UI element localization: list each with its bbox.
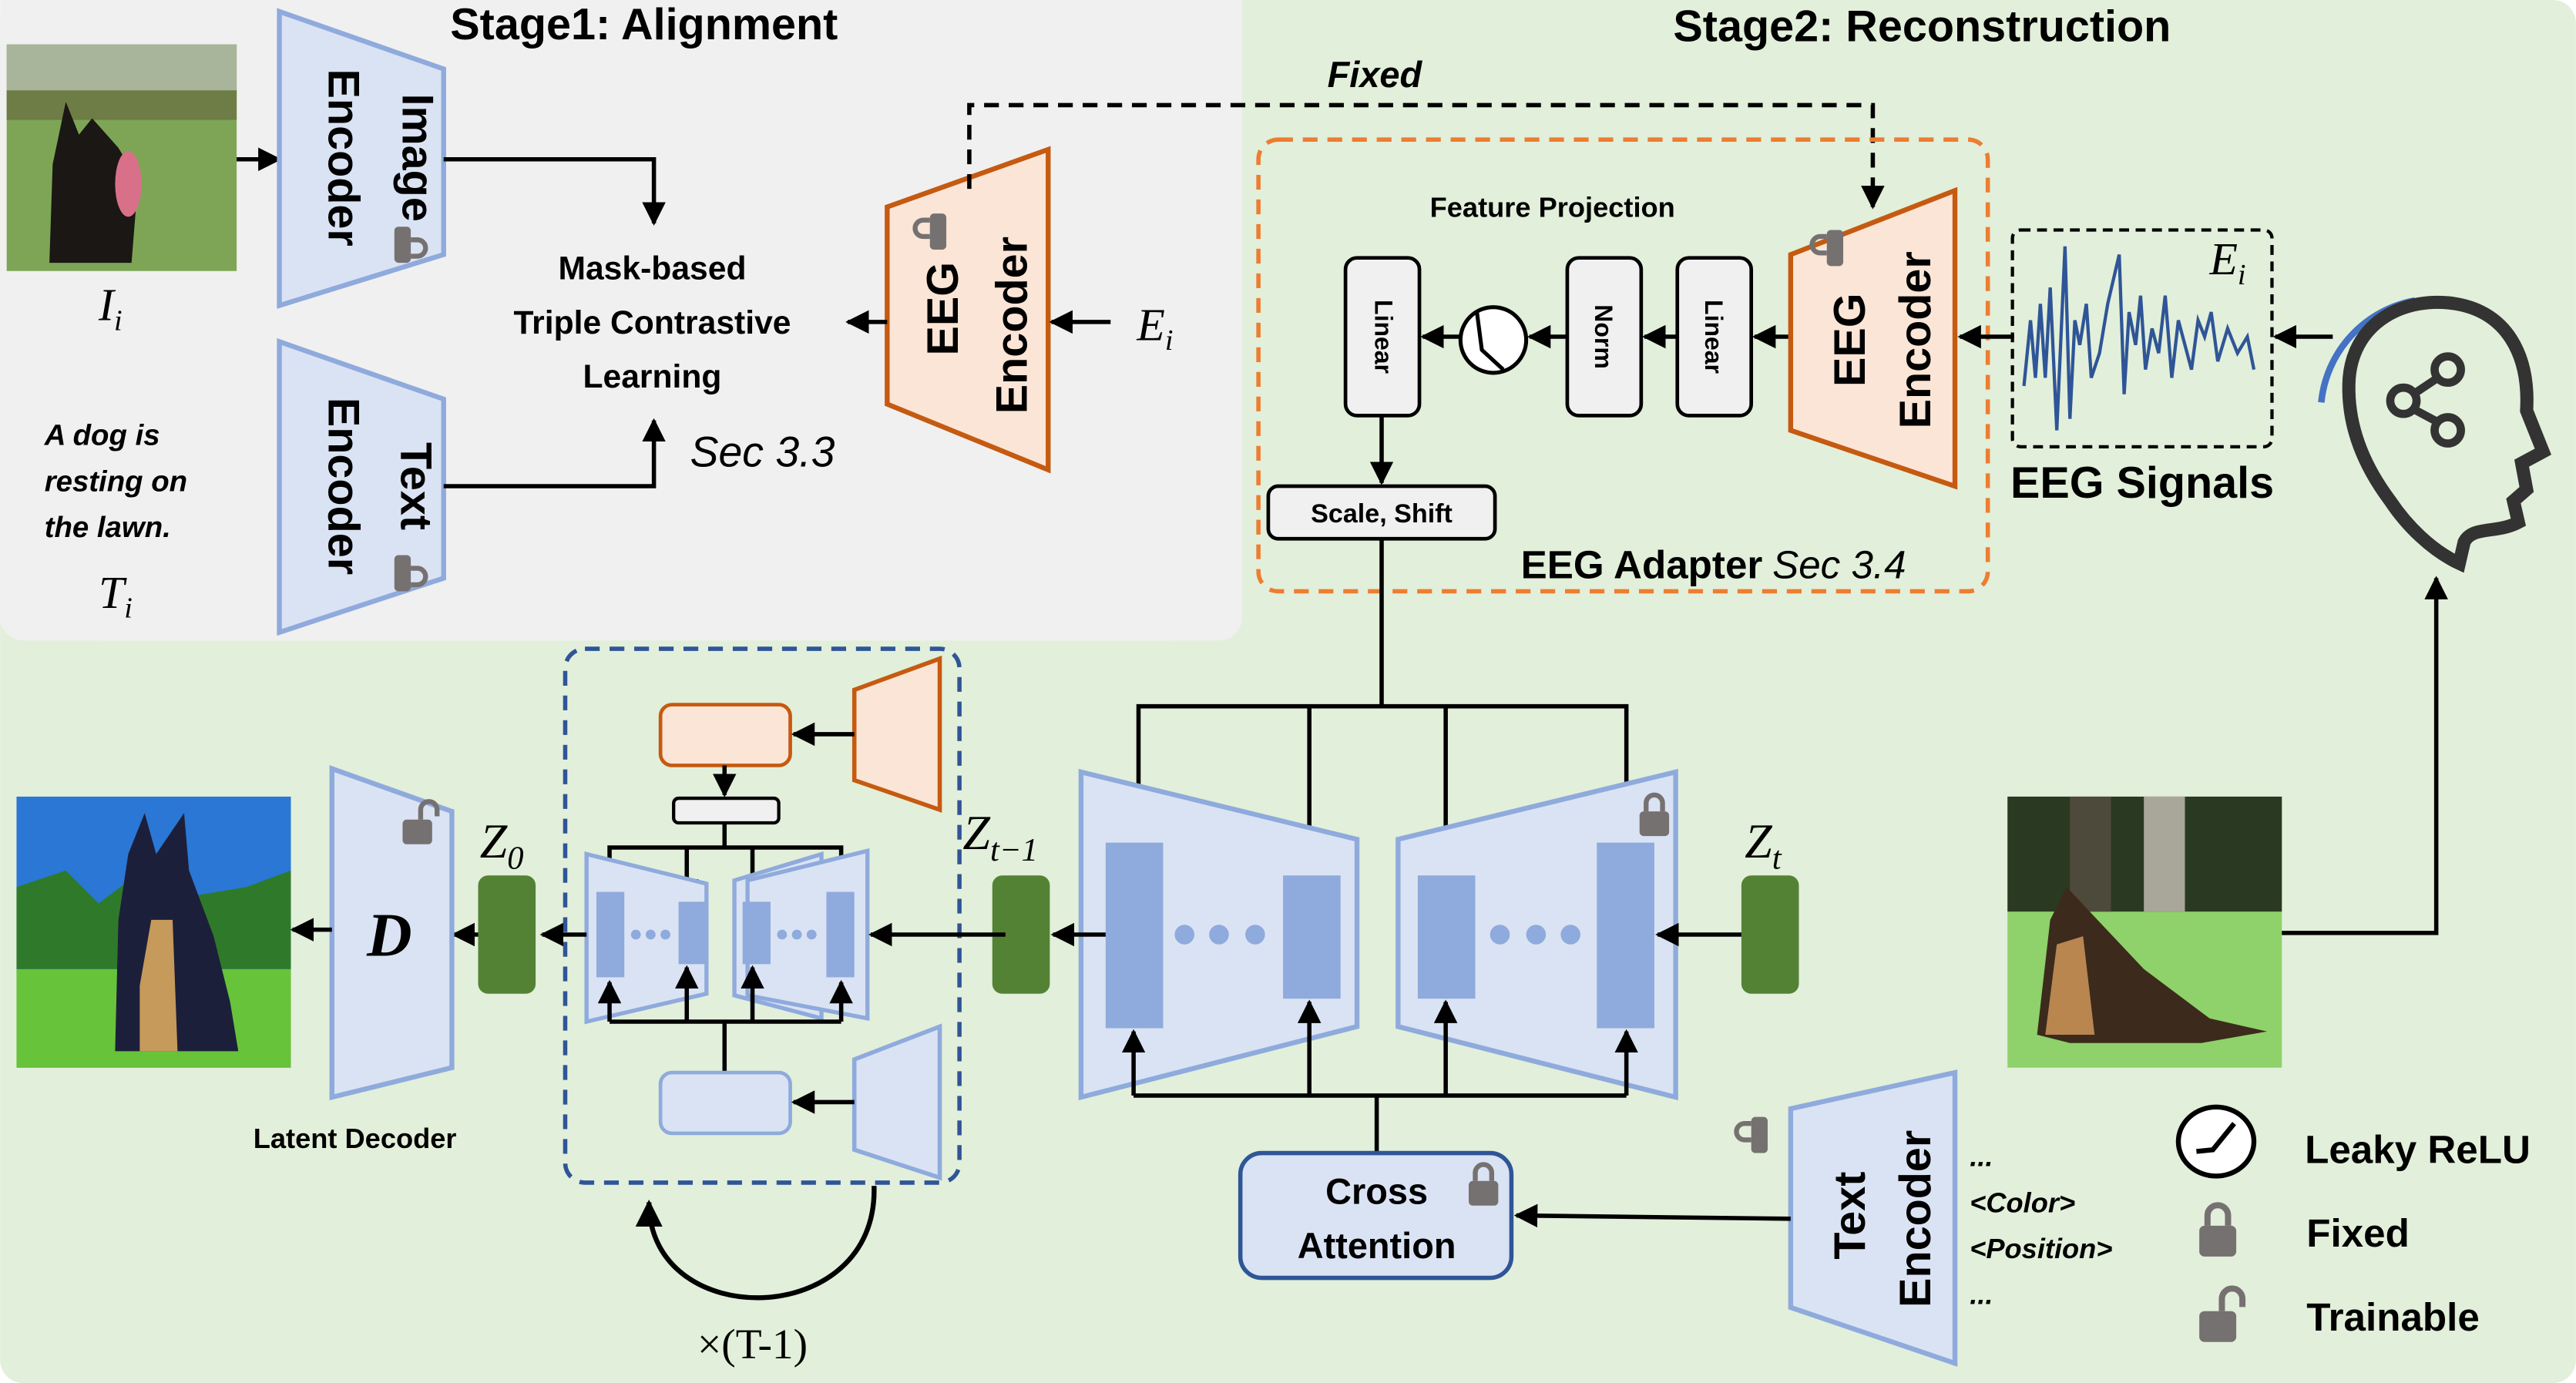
latent-z-t-minus-1	[992, 875, 1050, 994]
svg-text:D: D	[366, 901, 412, 970]
svg-text:Cross: Cross	[1325, 1172, 1428, 1212]
norm-block: Norm	[1565, 256, 1644, 418]
text-encoder-stage1: Text Encoder	[277, 337, 446, 636]
svg-text:EEG: EEG	[919, 262, 968, 356]
linear-block-2: Linear	[1675, 256, 1754, 418]
svg-text:<Position>: <Position>	[1970, 1233, 2112, 1264]
legend-item-leaky-relu: Leaky ReLU	[2175, 1104, 2531, 1179]
unet-decoder-half	[1395, 768, 1678, 1101]
brain-head-icon	[2318, 295, 2551, 573]
svg-text:Fixed: Fixed	[2306, 1211, 2410, 1255]
mini-eeg-adapter	[658, 655, 942, 825]
svg-text:Ei: Ei	[1136, 299, 1173, 357]
linear-block-1: Linear	[1343, 256, 1422, 418]
svg-text:Encoder: Encoder	[988, 237, 1037, 414]
svg-text:Encoder: Encoder	[1891, 1130, 1940, 1307]
input-image-dog-2	[2007, 796, 2282, 1068]
scale-shift-block: Scale, Shift	[1266, 484, 1497, 541]
svg-text:...: ...	[1970, 1279, 1993, 1311]
mini-cross-attention	[658, 1023, 942, 1181]
leaky-relu-node	[1458, 305, 1529, 375]
unet-encoder-half	[1078, 768, 1360, 1101]
svg-text:Encoder: Encoder	[1891, 251, 1940, 428]
legend-item-trainable: Trainable	[2199, 1288, 2480, 1341]
svg-text:Encoder: Encoder	[319, 398, 368, 575]
prompt-tokens: ... <Color> <Position> ...	[1970, 1141, 2112, 1311]
section-3-3-label: Sec 3.3	[690, 428, 835, 475]
eeg-signals-label: EEG Signals	[2010, 458, 2274, 508]
svg-text:Ti: Ti	[99, 567, 133, 625]
latent-z-t	[1741, 875, 1799, 994]
cross-attention-block: Cross Attention	[1238, 1150, 1514, 1281]
svg-text:Encoder: Encoder	[319, 69, 368, 247]
svg-text:Linear: Linear	[1700, 300, 1728, 374]
latent-z-0	[478, 875, 536, 994]
eeg-adapter-label: EEG Adapter Sec 3.4	[1521, 542, 1906, 587]
denoising-loop-box	[563, 646, 962, 1185]
svg-text:Ei: Ei	[2208, 233, 2245, 291]
image-encoder: Image Encoder	[277, 8, 446, 309]
svg-text:...: ...	[1970, 1141, 1993, 1173]
latent-decoder: D	[329, 765, 455, 1101]
svg-text:Learning: Learning	[583, 358, 721, 395]
latent-decoder-label: Latent Decoder	[254, 1123, 457, 1154]
stage1-title: Stage1: Alignment	[450, 0, 838, 49]
triple-contrastive-learning: Mask-based Triple Contrastive Learning	[513, 250, 791, 395]
svg-text:Scale, Shift: Scale, Shift	[1311, 499, 1453, 529]
svg-text:Text: Text	[1825, 1172, 1875, 1260]
svg-text:Norm: Norm	[1590, 304, 1617, 368]
image-caption: A dog is resting on the lawn.	[44, 419, 187, 544]
svg-text:Attention: Attention	[1298, 1226, 1456, 1266]
svg-text:<Color>: <Color>	[1970, 1187, 2075, 1218]
mini-unet	[584, 823, 870, 1073]
svg-text:Linear: Linear	[1369, 300, 1397, 374]
svg-text:EEG: EEG	[1825, 294, 1875, 388]
input-image-dog-1	[6, 44, 237, 271]
eeg-adapter-box	[1256, 137, 1990, 594]
svg-text:Text: Text	[391, 442, 440, 530]
svg-text:Image: Image	[392, 93, 442, 221]
reconstructed-image	[16, 796, 291, 1068]
eeg-encoder-stage2: EEG Encoder	[1788, 186, 1958, 490]
repeat-loop-arrow	[635, 1186, 877, 1301]
svg-text:Leaky ReLU: Leaky ReLU	[2305, 1127, 2531, 1171]
stage2-title: Stage2: Reconstruction	[1673, 2, 2171, 51]
svg-text:A dog is: A dog is	[44, 419, 160, 452]
repeat-count-label: ×(T-1)	[697, 1321, 808, 1368]
svg-text:Triple Contrastive: Triple Contrastive	[513, 304, 791, 341]
svg-text:Mask-based: Mask-based	[558, 250, 746, 287]
svg-text:the lawn.: the lawn.	[45, 511, 171, 544]
leaky-relu-icon	[2175, 1104, 2257, 1179]
svg-text:Ii: Ii	[98, 280, 123, 337]
legend: Leaky ReLU Fixed Trainable	[2175, 1104, 2531, 1342]
text-encoder-stage2: Text Encoder	[1736, 1069, 1958, 1367]
svg-text:Trainable: Trainable	[2306, 1295, 2480, 1339]
eeg-encoder-stage1: EEG Encoder	[885, 146, 1051, 474]
fixed-weight-link	[967, 102, 1885, 210]
legend-item-fixed: Fixed	[2199, 1205, 2410, 1257]
svg-text:Z0: Z0	[480, 814, 524, 877]
feature-projection-label: Feature Projection	[1430, 191, 1675, 223]
eeg-signal-plot: Ei	[2010, 228, 2274, 448]
svg-text:Zt: Zt	[1745, 814, 1782, 877]
svg-text:Zt−1: Zt−1	[962, 805, 1037, 868]
svg-text:resting on: resting on	[45, 465, 187, 498]
fixed-link-label: Fixed	[1328, 55, 1423, 95]
